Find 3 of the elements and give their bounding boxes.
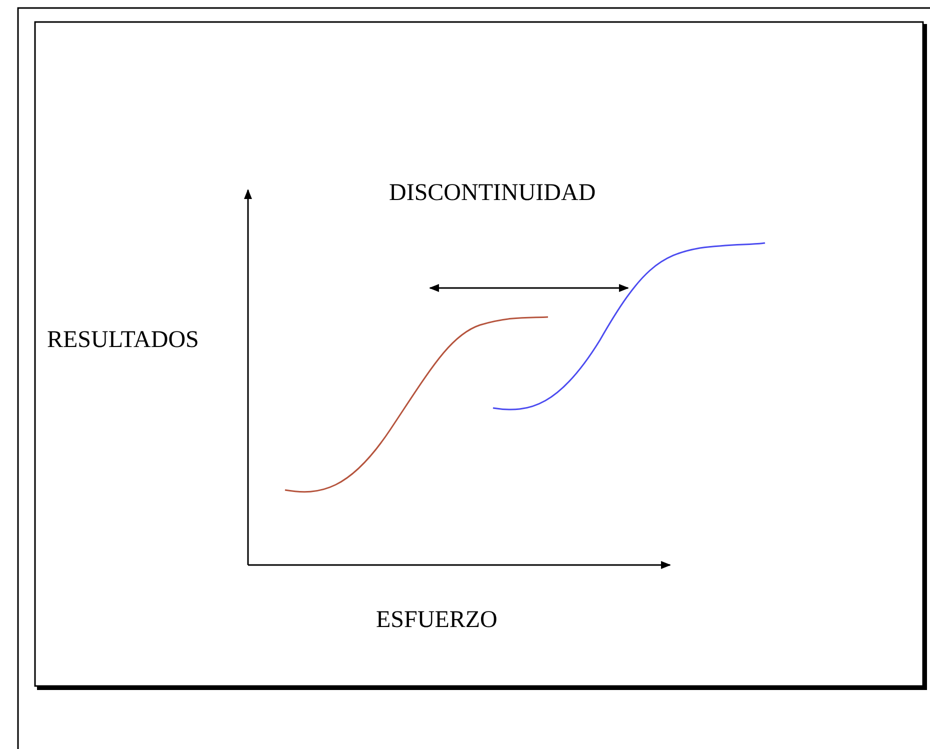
axis-label: ESFUERZO — [376, 606, 498, 634]
axis-label: RESULTADOS — [47, 326, 199, 354]
annotation-label: DISCONTINUIDAD — [389, 179, 596, 207]
